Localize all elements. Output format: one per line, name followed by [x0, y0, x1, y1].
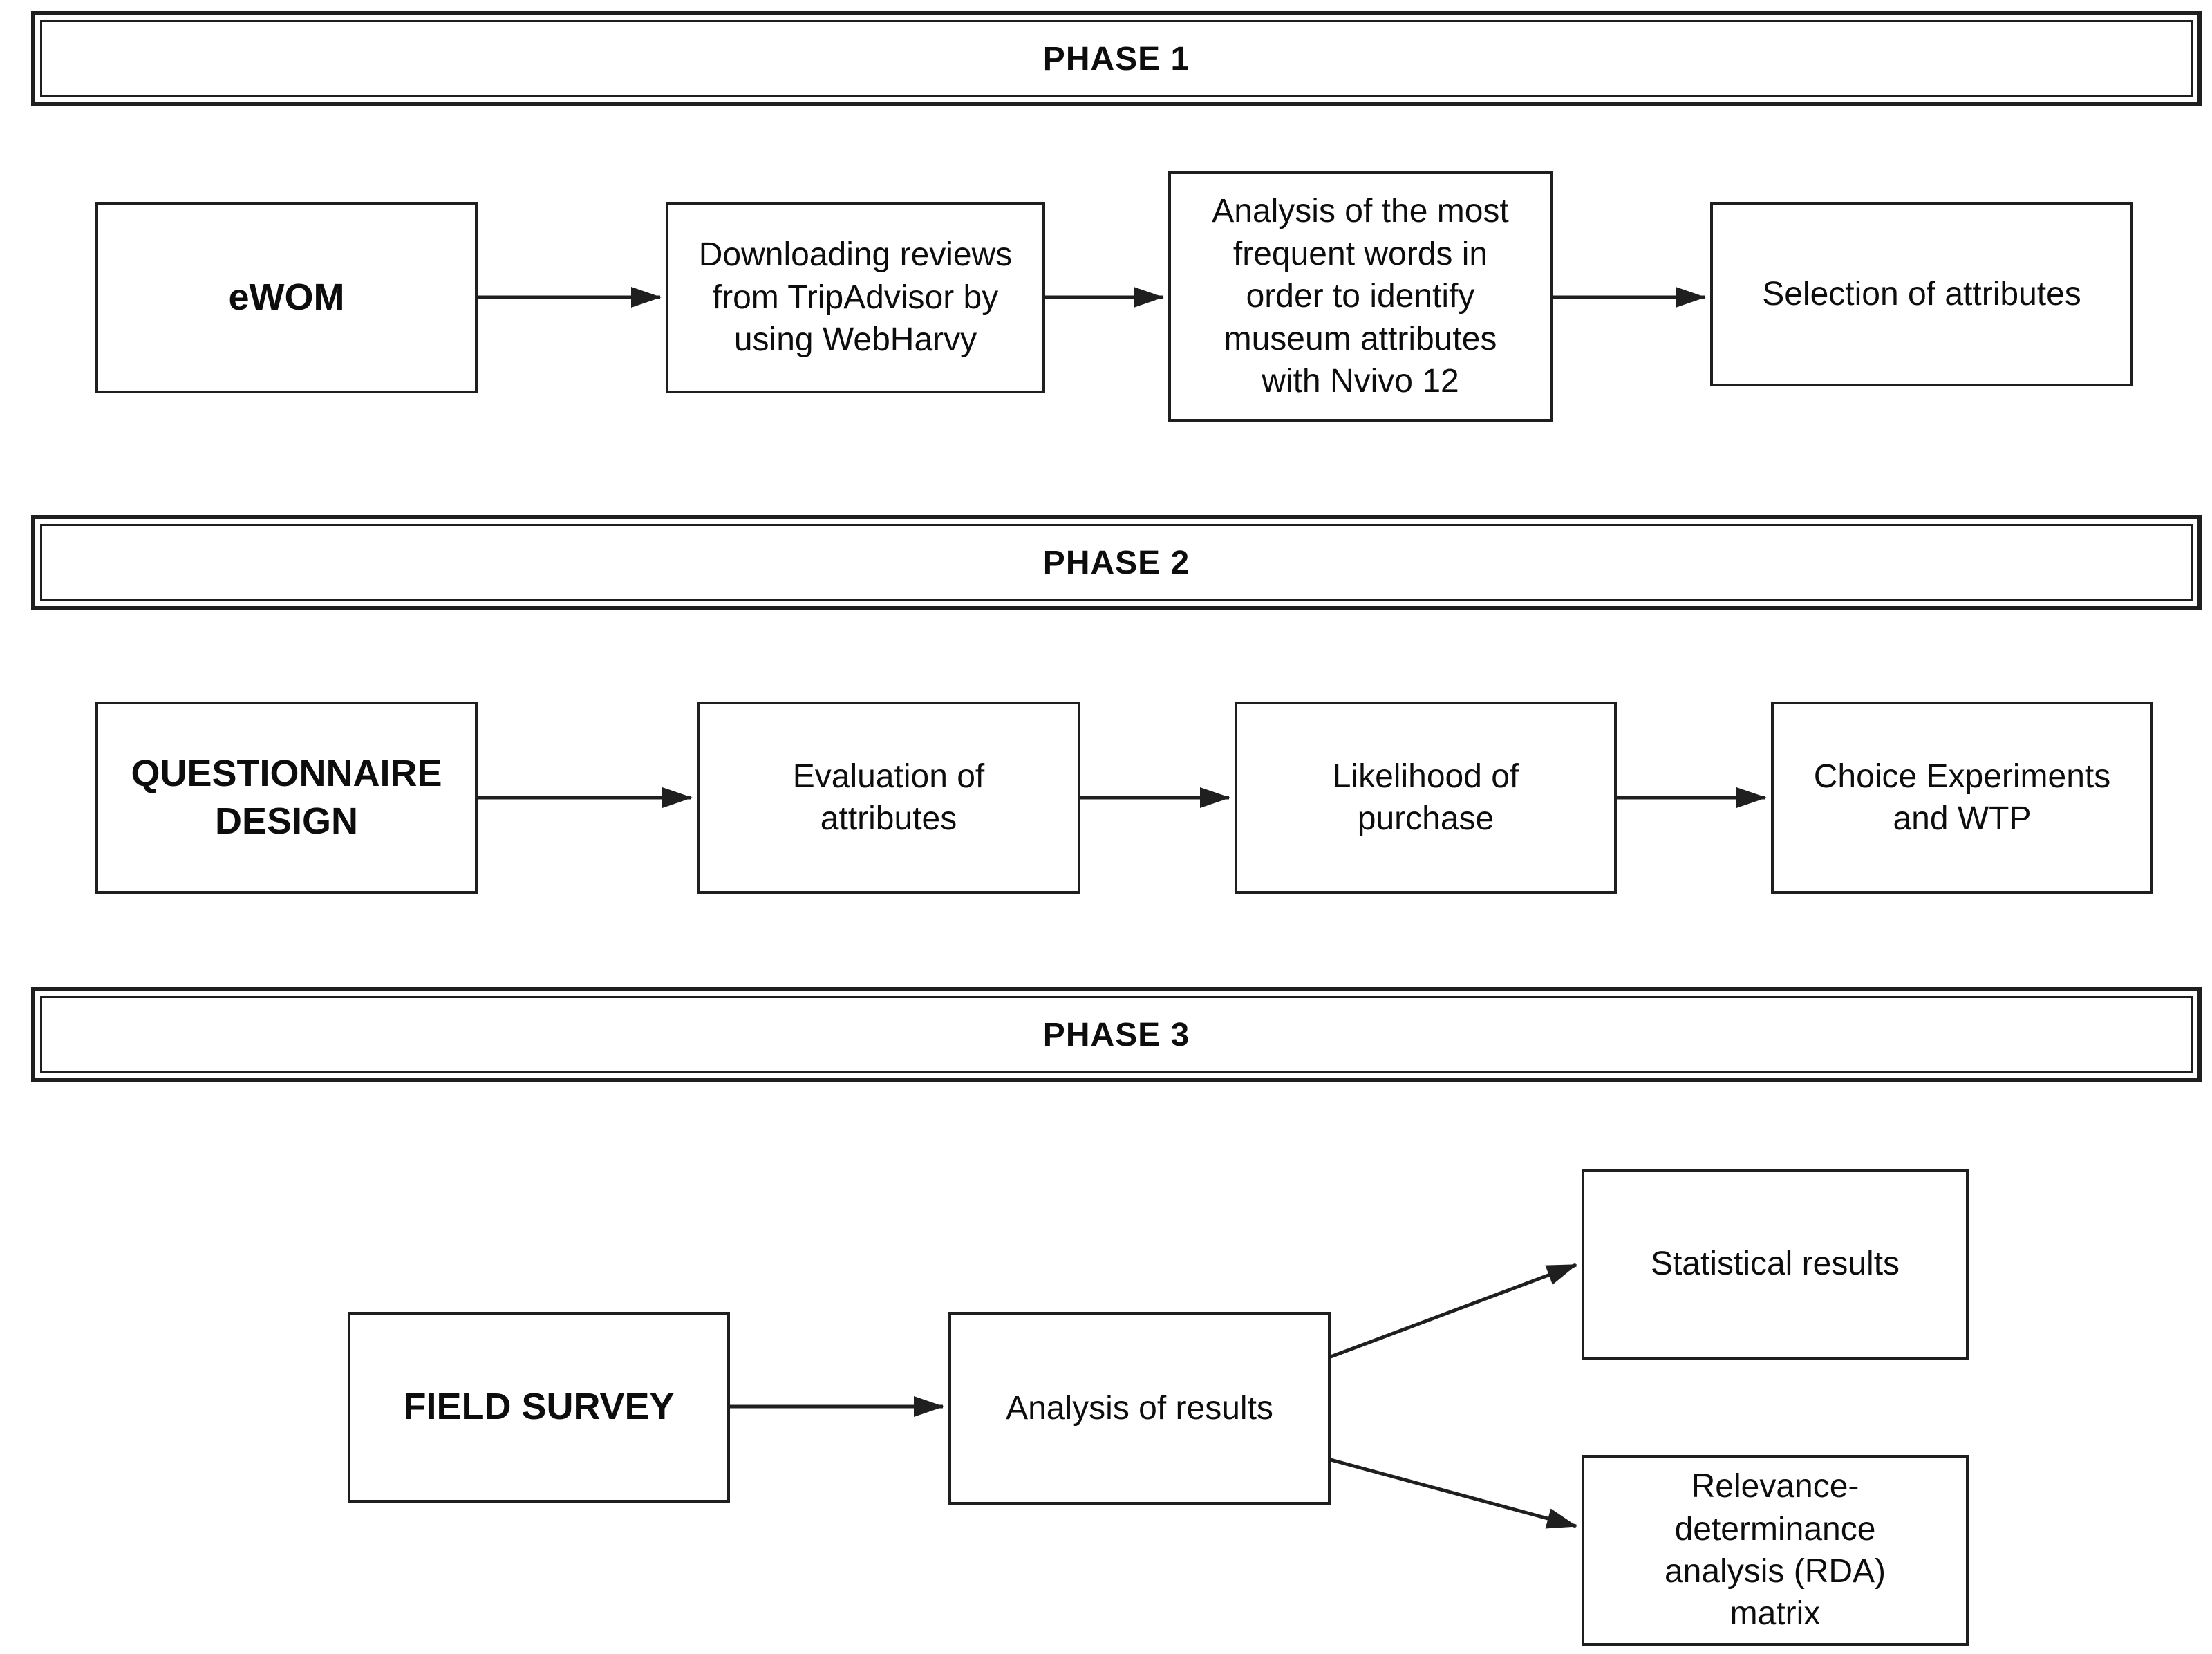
node-rda-matrix: Relevance- determinance analysis (RDA) m… — [1582, 1455, 1969, 1646]
arrow-results-analysis-to-rda-matrix — [1330, 1458, 1577, 1529]
node-label: eWOM — [228, 276, 345, 318]
node-attribute-evaluation: Evaluation of attributes — [697, 702, 1080, 894]
node-downloading-reviews: Downloading reviews from TripAdvisor by … — [666, 202, 1045, 393]
phase-2-banner-inner: PHASE 2 — [40, 524, 2193, 601]
node-label: Analysis of results — [1006, 1389, 1273, 1427]
node-label: QUESTIONNAIRE DESIGN — [131, 752, 442, 842]
phase-3-banner-inner: PHASE 3 — [40, 996, 2193, 1073]
node-field-survey: FIELD SURVEY — [348, 1312, 730, 1503]
node-label: Likelihood of purchase — [1332, 758, 1519, 837]
node-label: Downloading reviews from TripAdvisor by … — [698, 236, 1013, 359]
node-word-analysis: Analysis of the most frequent words in o… — [1168, 171, 1553, 422]
node-statistical-results: Statistical results — [1582, 1169, 1969, 1360]
node-purchase-likelihood: Likelihood of purchase — [1235, 702, 1617, 894]
node-label: FIELD SURVEY — [403, 1386, 675, 1428]
phase-1-title: PHASE 1 — [1042, 40, 1190, 77]
node-ewom: eWOM — [95, 202, 478, 393]
node-label: Selection of attributes — [1762, 275, 2081, 312]
node-label: Statistical results — [1650, 1246, 1900, 1283]
node-choice-experiments-wtp: Choice Experiments and WTP — [1771, 702, 2153, 894]
arrow-results-analysis-to-statistical-results — [1330, 1263, 1577, 1359]
node-attribute-selection: Selection of attributes — [1710, 202, 2133, 386]
node-label: Analysis of the most frequent words in o… — [1212, 193, 1509, 400]
node-label: Evaluation of attributes — [792, 758, 985, 837]
node-questionnaire-design: QUESTIONNAIRE DESIGN — [95, 702, 478, 894]
node-results-analysis: Analysis of results — [948, 1312, 1331, 1505]
phase-1-banner-inner: PHASE 1 — [40, 20, 2193, 97]
node-label: Choice Experiments and WTP — [1813, 758, 2111, 837]
phase-2-banner: PHASE 2 — [31, 515, 2202, 610]
phase-3-banner: PHASE 3 — [31, 987, 2202, 1082]
phase-3-title: PHASE 3 — [1042, 1016, 1190, 1053]
phase-2-title: PHASE 2 — [1042, 544, 1190, 581]
node-label: Relevance- determinance analysis (RDA) m… — [1664, 1468, 1886, 1633]
phase-1-banner: PHASE 1 — [31, 11, 2202, 106]
